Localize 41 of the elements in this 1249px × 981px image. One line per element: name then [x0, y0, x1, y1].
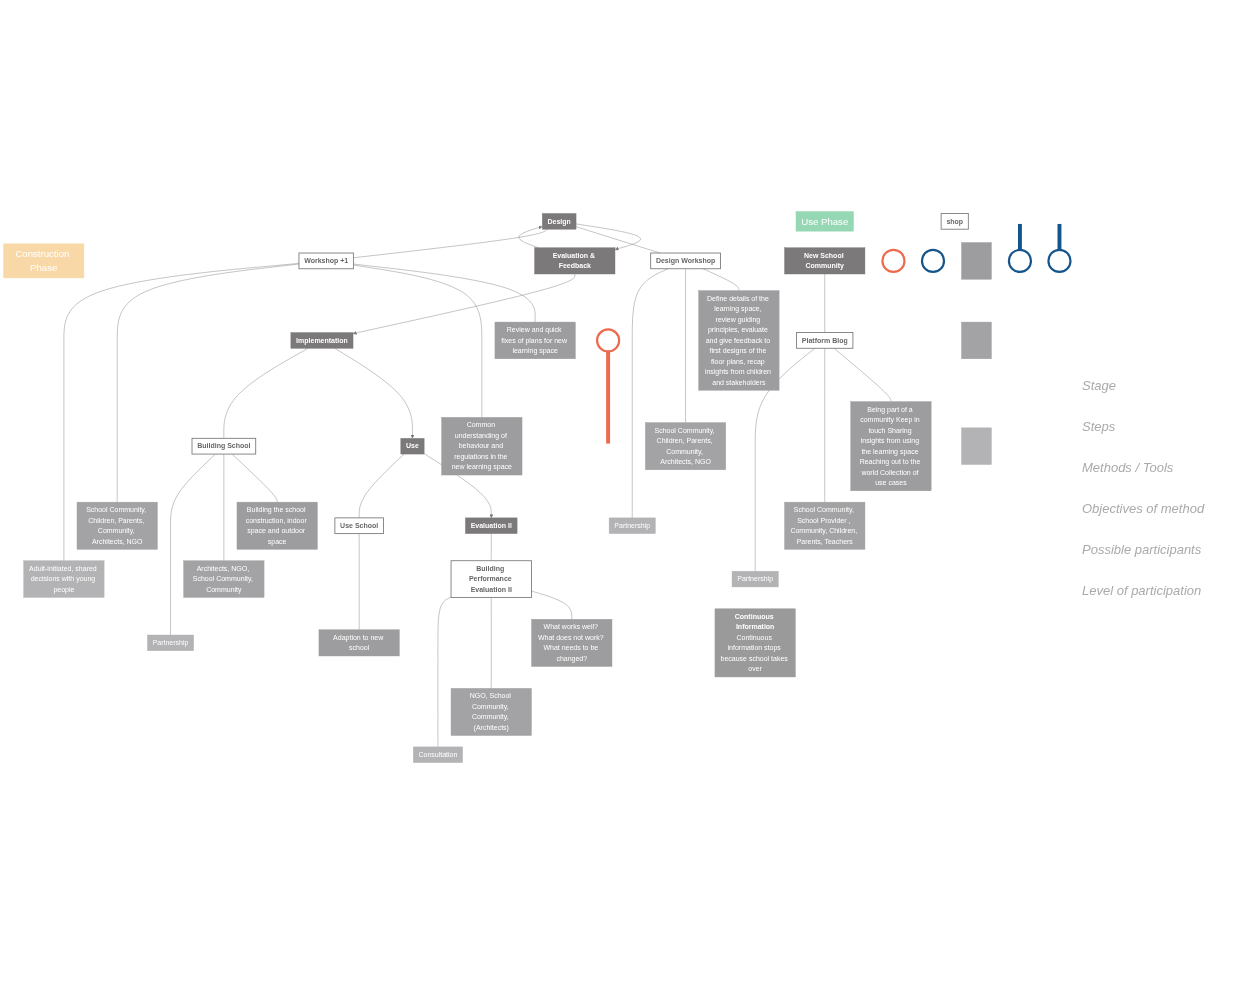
row-label: Level of participation — [1082, 582, 1203, 598]
connector — [170, 454, 216, 636]
node-circle — [596, 328, 621, 353]
node-circle — [920, 249, 946, 274]
connector — [117, 264, 300, 503]
connector — [606, 351, 611, 444]
connector — [353, 229, 548, 259]
connector — [232, 454, 278, 503]
node-circle — [1047, 249, 1072, 274]
connector — [491, 533, 492, 562]
connector — [824, 348, 825, 503]
connector — [754, 348, 816, 572]
node-box: Construction Phase — [3, 244, 85, 279]
row-label: Objectives of method — [1082, 500, 1206, 516]
connector — [632, 268, 669, 519]
row-label: Steps — [1082, 418, 1117, 434]
connector — [437, 597, 452, 748]
connector — [63, 263, 300, 562]
connector — [531, 591, 572, 620]
node-circle — [881, 249, 906, 274]
row-label: Possible participants — [1082, 541, 1203, 557]
node-box: Use Phase — [795, 211, 854, 232]
node-box — [961, 242, 992, 280]
connector — [353, 265, 483, 418]
connector — [1017, 224, 1022, 251]
connector — [833, 348, 892, 403]
connector — [358, 454, 405, 519]
connector — [223, 454, 225, 562]
connector — [358, 533, 360, 631]
connector — [824, 274, 825, 334]
node-box — [961, 428, 992, 466]
connector — [491, 597, 492, 689]
row-label: Stage — [1082, 377, 1117, 393]
connector — [1057, 224, 1062, 251]
connector — [702, 268, 740, 292]
connector — [685, 268, 686, 424]
node-box — [961, 322, 992, 360]
connector — [353, 264, 536, 323]
connector — [223, 348, 309, 439]
row-label: Methods / Tools — [1082, 459, 1175, 475]
node-circle — [1007, 249, 1033, 274]
